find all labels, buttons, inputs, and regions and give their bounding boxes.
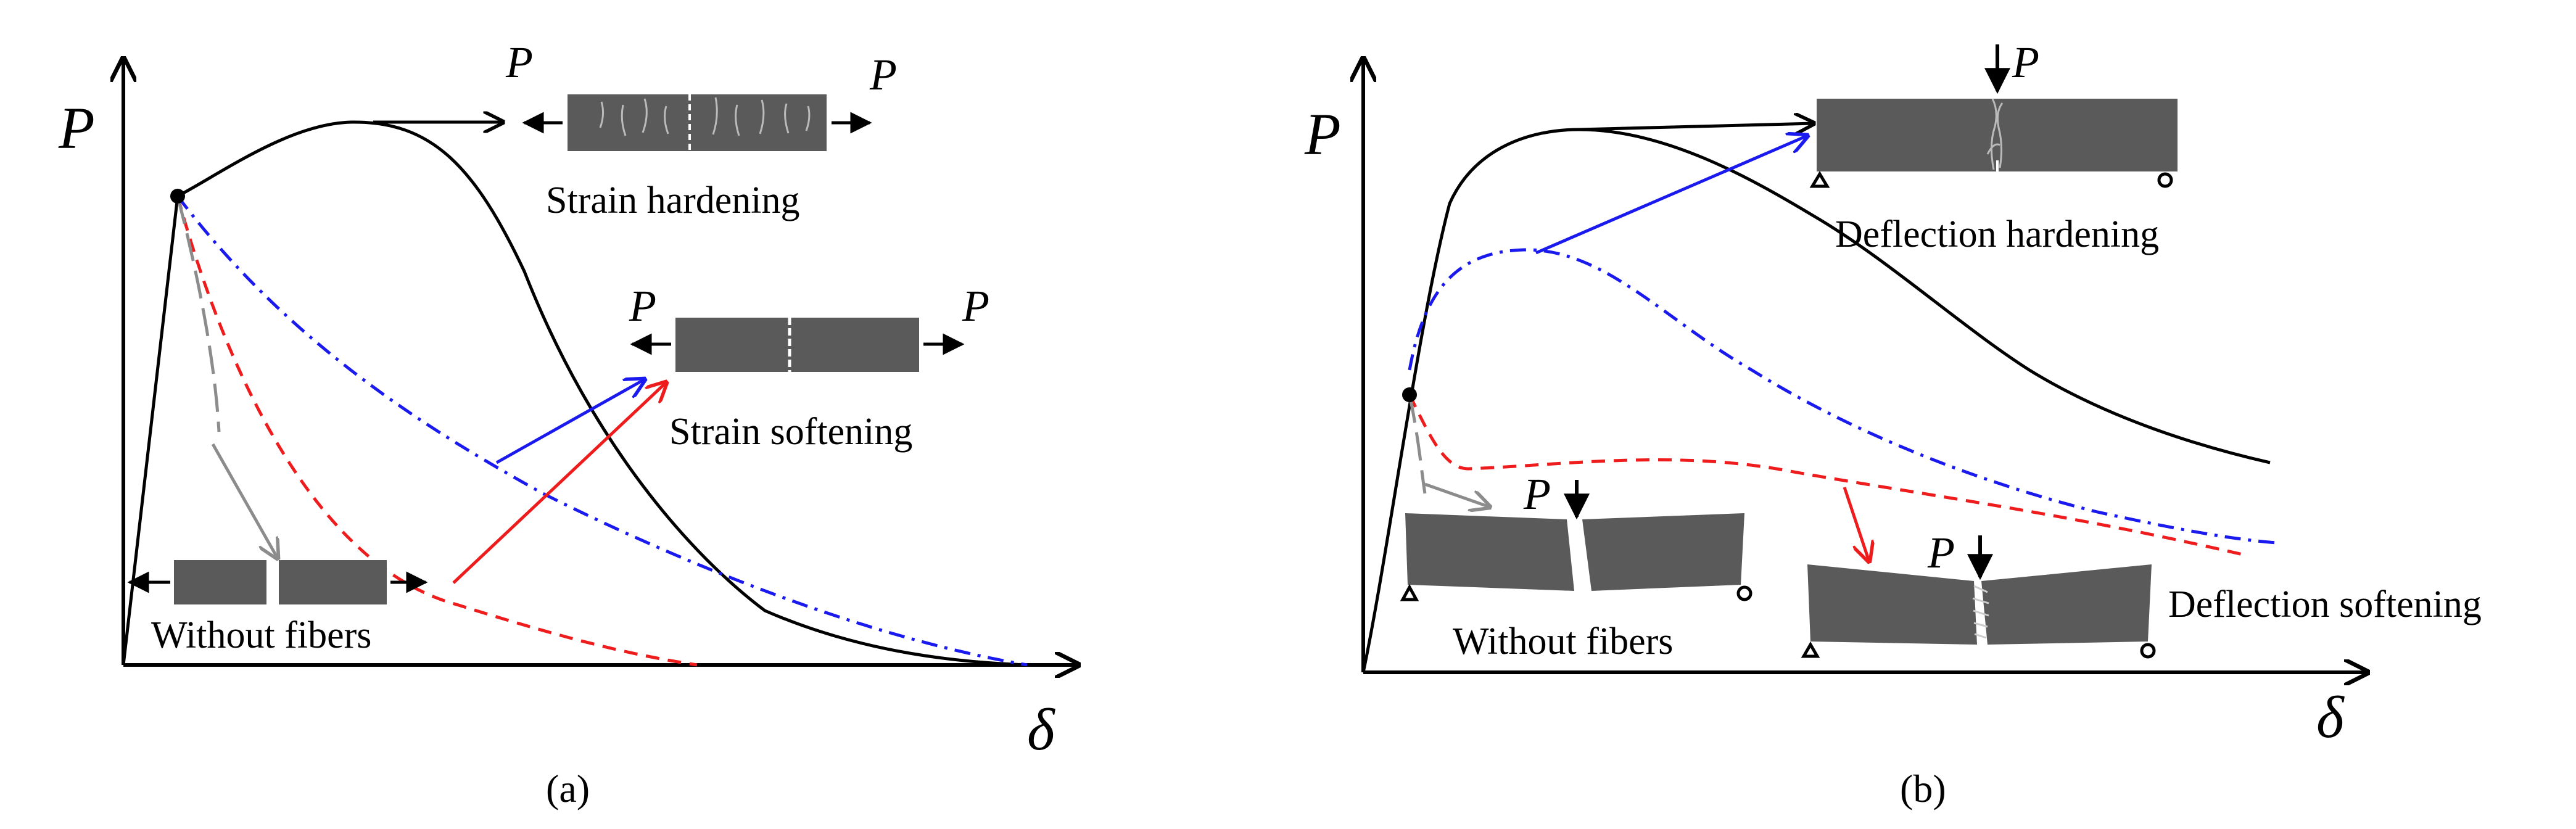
panel-a-blue-dashdot-curve (176, 195, 1028, 667)
panel-b-hardening-load-label: P (2012, 38, 2039, 87)
panel-b-no-fiber-caption: Without fibers (1453, 621, 1673, 662)
panel-b-softening-caption: Deflection softening (2168, 584, 2482, 625)
panel-a-arrow-blue (495, 379, 645, 464)
panel-a-arrow-gray (211, 443, 278, 558)
panel-a-hardening-load-left-label: P (505, 38, 533, 87)
panel-b-no-fiber-pin-support (1400, 584, 1419, 601)
panel-a-no-fiber-specimen (174, 560, 387, 604)
panel-a: P δ P P Strain hardening P P (58, 38, 1078, 810)
panel-b-blue-dashdot-curve (1408, 248, 2277, 545)
panel-b-arrow-red (1843, 487, 1869, 561)
panel-b-softening-pin-support (1801, 641, 1820, 658)
panel-b-arrow-gray (1424, 482, 1490, 507)
panel-a-hardening-caption: Strain hardening (546, 179, 800, 221)
panel-b: P δ P Deflection hardening P (1304, 38, 2482, 810)
panel-a-first-crack-point (170, 189, 185, 204)
panel-a-softening-caption: Strain softening (669, 411, 912, 453)
panel-b-softening-roller-support (2140, 643, 2156, 659)
panel-a-gray-longdash-curve (176, 196, 221, 432)
panel-a-softening-specimen (675, 318, 919, 372)
panel-b-hardening-beam (1817, 98, 2178, 171)
panel-b-hardening-pin-support (1809, 171, 1830, 188)
panel-b-no-fiber-load-label: P (1523, 469, 1551, 519)
panel-b-softening-load-label: P (1927, 528, 1955, 577)
panel-a-hardening-load-right-label: P (869, 50, 897, 99)
panel-b-label: (b) (1900, 767, 1946, 810)
panel-b-softening-beam (1807, 564, 2152, 645)
panel-a-label: (a) (546, 767, 590, 810)
panel-b-y-axis-label: P (1304, 101, 1341, 167)
panel-b-arrow-to-hardening (1579, 123, 1814, 130)
panel-a-arrow-red (452, 382, 666, 584)
panel-a-x-axis-label: δ (1027, 696, 1055, 762)
panel-a-hardening-specimen (568, 94, 827, 151)
panel-b-first-crack-point (1402, 387, 1417, 402)
panel-a-hardening-curve (122, 120, 1028, 667)
panel-b-no-fiber-roller-support (1736, 585, 1752, 601)
panel-a-softening-load-right-label: P (962, 281, 989, 331)
panel-b-hardening-caption: Deflection hardening (1835, 213, 2159, 255)
panel-b-red-dashed-curve (1408, 394, 2246, 557)
panel-a-y-axis-label: P (58, 95, 95, 161)
panel-b-gray-longdash-curve (1408, 394, 1427, 494)
panel-b-arrow-blue (1535, 136, 1807, 255)
panel-a-red-dashed-curve (176, 196, 698, 667)
panel-a-softening-load-left-label: P (629, 281, 656, 331)
panel-b-x-axis-label: δ (2316, 684, 2345, 750)
panel-b-hardening-curve (1361, 128, 2271, 673)
panel-a-no-fiber-caption: Without fibers (151, 614, 371, 656)
panel-b-no-fiber-beam (1405, 513, 1744, 591)
panel-b-hardening-roller-support (2157, 172, 2173, 188)
